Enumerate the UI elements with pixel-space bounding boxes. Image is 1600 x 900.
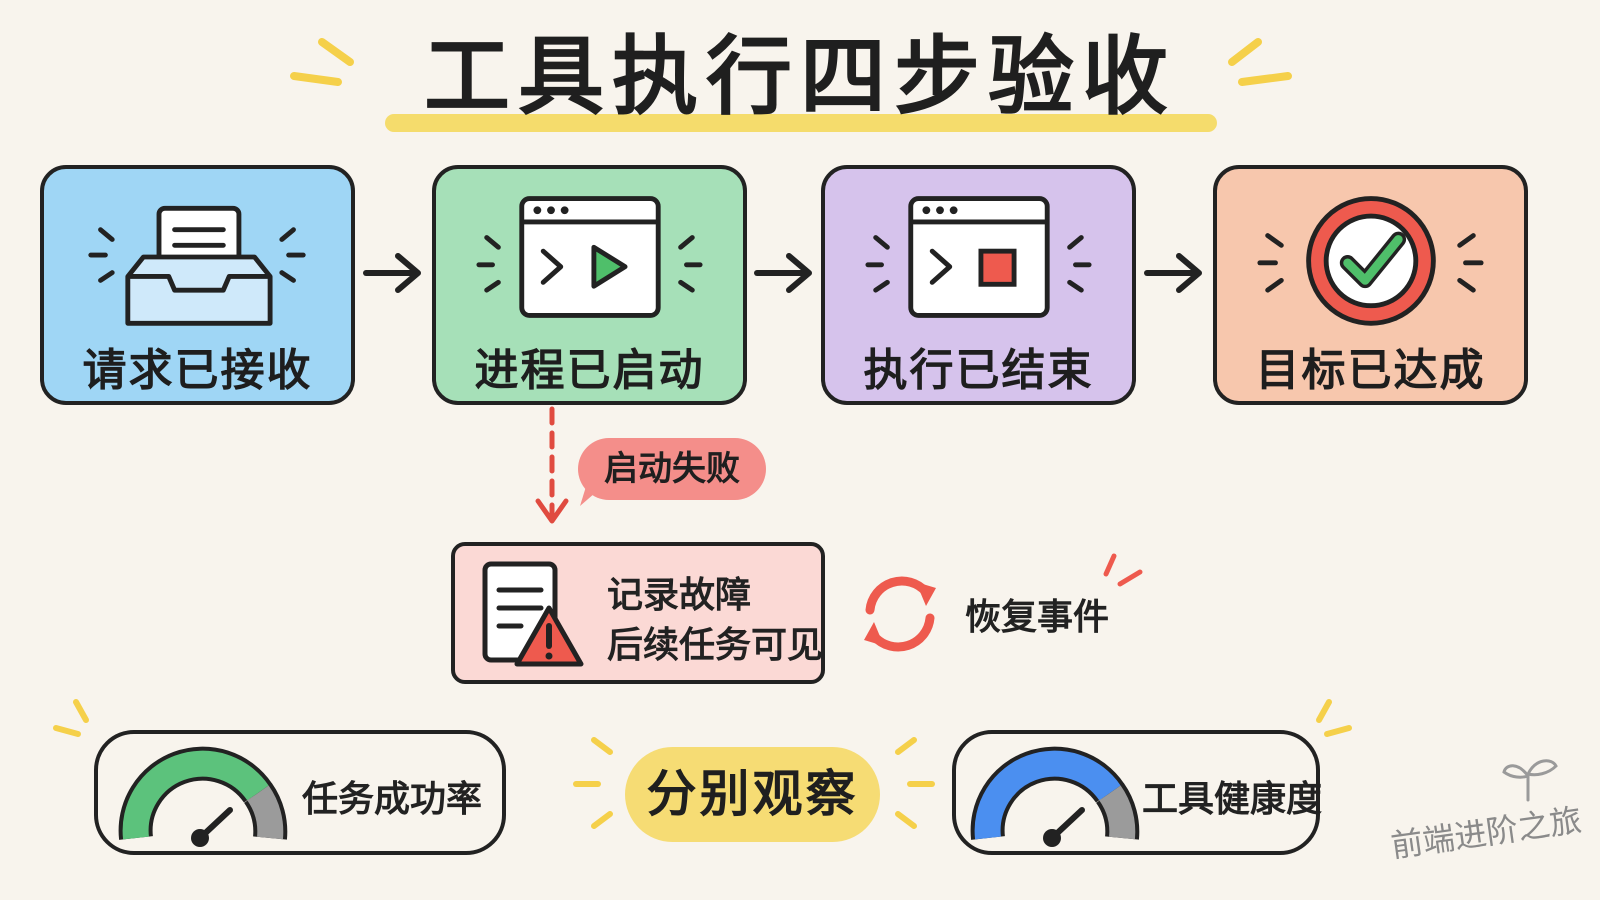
title-sparkle-left-icon	[290, 38, 354, 86]
document-warning-icon	[482, 561, 584, 667]
metric-card-tool-health: 工具健康度	[952, 730, 1323, 855]
sparkle-yellow-icon	[573, 737, 613, 829]
dashed-arrow-down-icon	[535, 406, 569, 524]
step-process-started: 进程已启动	[432, 165, 747, 405]
gauge-green-icon	[118, 746, 288, 847]
title-sparkle-right-icon	[1228, 38, 1292, 86]
metric-card-success-rate: 任务成功率	[94, 730, 506, 855]
sparkle-yellow-icon	[895, 737, 935, 829]
page-title: 工具执行四步验收	[424, 27, 1176, 127]
step-label: 执行已结束	[863, 345, 1094, 396]
refresh-cycle-icon	[864, 576, 936, 652]
failure-tag: 启动失败	[578, 438, 766, 500]
step-execution-ended: 执行已结束	[821, 165, 1136, 405]
inbox-document-icon	[88, 205, 306, 326]
title-underline	[385, 114, 1217, 132]
step-label: 请求已接收	[82, 345, 313, 396]
recovery-label: 恢复事件	[965, 597, 1110, 638]
terminal-play-icon	[476, 196, 703, 318]
metric-label: 工具健康度	[1142, 779, 1323, 820]
sparkle-yellow-icon	[1316, 699, 1352, 737]
fault-record-box: 记录故障 后续任务可见	[451, 542, 825, 684]
step-label: 目标已达成	[1255, 345, 1486, 396]
check-circle-icon	[1257, 196, 1484, 326]
arrow-right-icon	[363, 253, 421, 293]
arrow-right-icon	[1144, 253, 1202, 293]
fault-line-2: 后续任务可见	[607, 625, 824, 666]
step-label: 进程已启动	[474, 345, 705, 396]
step-request-received: 请求已接收	[40, 165, 355, 405]
terminal-stop-icon	[865, 196, 1092, 318]
step-goal-achieved: 目标已达成	[1213, 165, 1528, 405]
observe-separately-badge: 分别观察	[625, 747, 880, 842]
fault-line-1: 记录故障	[607, 575, 752, 616]
sprout-icon	[1502, 759, 1558, 802]
metric-label: 任务成功率	[302, 779, 483, 820]
arrow-right-icon	[754, 253, 812, 293]
gauge-blue-icon	[970, 746, 1140, 847]
watermark: 前端进阶之旅	[1388, 800, 1585, 866]
sparkle-yellow-icon	[53, 699, 89, 737]
sparkle-red-icon	[1103, 553, 1143, 587]
